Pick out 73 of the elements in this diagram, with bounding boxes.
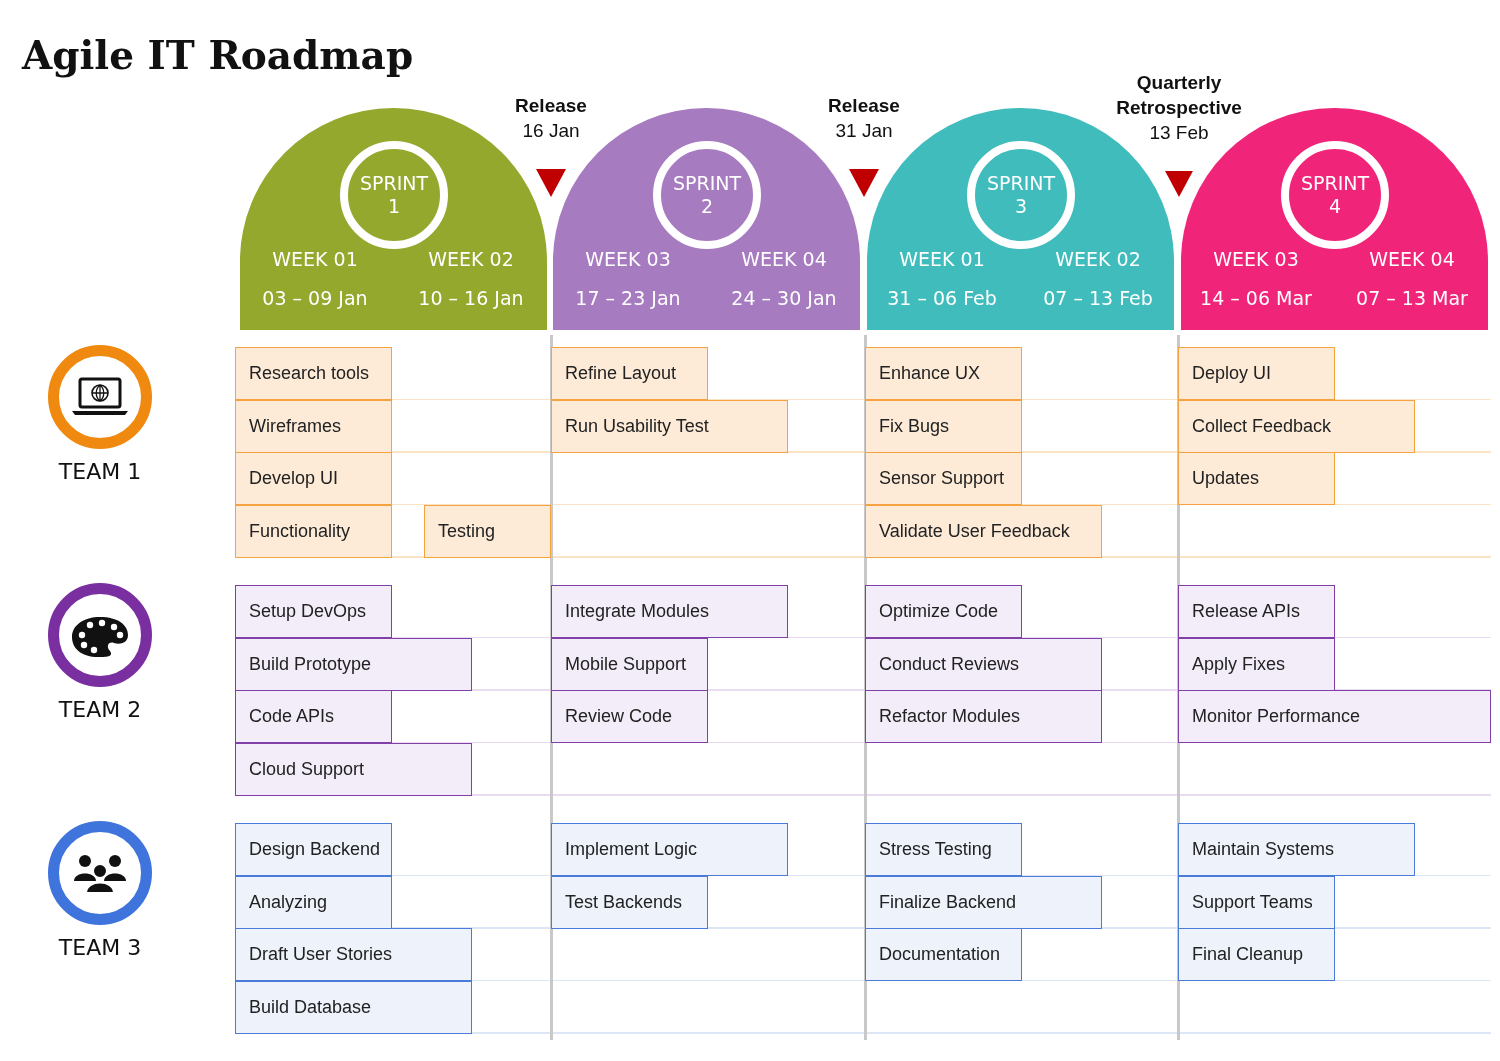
date-range: 14 – 06 Mar xyxy=(1199,287,1313,309)
task-bar: Support Teams xyxy=(1178,875,1335,929)
task-bar: Stress Testing xyxy=(865,823,1022,876)
sprint-badge xyxy=(340,141,448,249)
week-label: WEEK 03 xyxy=(1212,248,1300,270)
task-bar: Cloud Support xyxy=(235,742,472,796)
week-label: WEEK 02 xyxy=(1054,248,1142,270)
task-bar: Review Code xyxy=(551,690,708,743)
milestone-date: 31 Jan xyxy=(835,119,893,143)
week-label: WEEK 01 xyxy=(898,248,986,270)
date-range: 07 – 13 Feb xyxy=(1042,287,1154,309)
task-bar: Setup DevOps xyxy=(235,585,392,638)
task-bar: Release APIs xyxy=(1178,585,1335,638)
date-range: 31 – 06 Feb xyxy=(886,287,998,309)
milestone-date: 13 Feb xyxy=(1149,121,1209,145)
date-range: 10 – 16 Jan xyxy=(417,287,525,309)
task-bar: Conduct Reviews xyxy=(865,637,1102,691)
task-bar: Research tools xyxy=(235,347,392,400)
task-bar: Monitor Performance xyxy=(1178,690,1491,743)
task-bar: Test Backends xyxy=(551,875,708,929)
task-bar: Optimize Code xyxy=(865,585,1022,638)
task-bar: Fix Bugs xyxy=(865,399,1022,453)
milestone-title: Quarterly Retrospective xyxy=(1115,71,1243,120)
task-bar: Enhance UX xyxy=(865,347,1022,400)
sprint-badge xyxy=(967,141,1075,249)
task-bar: Apply Fixes xyxy=(1178,637,1335,691)
task-bar: Validate User Feedback xyxy=(865,504,1102,558)
sprint-label: SPRINT 2 xyxy=(672,172,742,218)
task-bar: Final Cleanup xyxy=(1178,928,1335,981)
milestone-date: 16 Jan xyxy=(522,119,580,143)
task-bar: Updates xyxy=(1178,452,1335,505)
sprint-badge xyxy=(653,141,761,249)
task-bar: Run Usability Test xyxy=(551,399,788,453)
task-bar: Develop UI xyxy=(235,452,392,505)
week-label: WEEK 04 xyxy=(740,248,828,270)
milestone-title: Release xyxy=(514,94,588,118)
task-bar: Integrate Modules xyxy=(551,585,788,638)
team-label: TEAM 2 xyxy=(58,697,142,722)
task-bar: Build Database xyxy=(235,980,472,1034)
task-bar: Functionality xyxy=(235,504,392,558)
date-range: 24 – 30 Jan xyxy=(730,287,838,309)
task-bar: Collect Feedback xyxy=(1178,399,1415,453)
task-bar: Documentation xyxy=(865,928,1022,981)
task-bar: Deploy UI xyxy=(1178,347,1335,400)
date-range: 03 – 09 Jan xyxy=(261,287,369,309)
sprint-badge xyxy=(1281,141,1389,249)
page-title: Agile IT Roadmap xyxy=(22,32,414,78)
week-label: WEEK 02 xyxy=(427,248,515,270)
task-bar: Code APIs xyxy=(235,690,392,743)
task-bar: Refine Layout xyxy=(551,347,708,400)
sprint-label: SPRINT 3 xyxy=(986,172,1056,218)
milestone-title: Release xyxy=(827,94,901,118)
task-bar: Testing xyxy=(424,504,551,558)
date-range: 17 – 23 Jan xyxy=(574,287,682,309)
sprint-label: SPRINT 4 xyxy=(1300,172,1370,218)
task-bar: Maintain Systems xyxy=(1178,823,1415,876)
sprint-label: SPRINT 1 xyxy=(359,172,429,218)
week-label: WEEK 01 xyxy=(271,248,359,270)
task-bar: Analyzing xyxy=(235,875,392,929)
task-bar: Design Backend xyxy=(235,823,392,876)
task-bar: Sensor Support xyxy=(865,452,1022,505)
task-bar: Mobile Support xyxy=(551,637,708,691)
task-bar: Wireframes xyxy=(235,399,392,453)
task-bar: Build Prototype xyxy=(235,637,472,691)
task-bar: Draft User Stories xyxy=(235,928,472,981)
date-range: 07 – 13 Mar xyxy=(1355,287,1469,309)
team-label: TEAM 1 xyxy=(58,459,142,484)
task-bar: Implement Logic xyxy=(551,823,788,876)
week-label: WEEK 04 xyxy=(1368,248,1456,270)
team-label: TEAM 3 xyxy=(58,935,142,960)
week-label: WEEK 03 xyxy=(584,248,672,270)
task-bar: Finalize Backend xyxy=(865,875,1102,929)
task-bar: Refactor Modules xyxy=(865,690,1102,743)
